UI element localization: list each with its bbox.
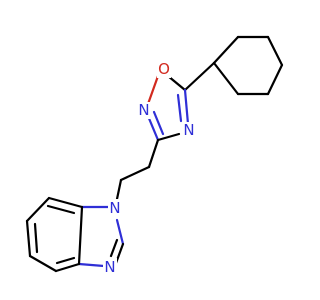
- bond-benzene-c7a-c7: [47, 196, 84, 209]
- oxadiazole-nitrogen-2-label: N: [138, 101, 149, 119]
- bond-imidazole-c2-n3: [114, 242, 125, 265]
- bond-oxadiazole-n4-c5: [183, 88, 190, 126]
- bond-linker-2: [119, 165, 151, 182]
- bond-imidazole-c2-n3-double: [109, 238, 119, 258]
- bond-cyclohexyl-3: [266, 35, 284, 67]
- bond-cyclohexyl-1: [212, 35, 240, 65]
- bond-benzene-c5-c4: [28, 254, 58, 273]
- bond-oxadiazole-c5-o1: [166, 74, 187, 92]
- benzimidazole-nitrogen-3-label: N: [104, 258, 115, 276]
- bond-imidazole-n3-c3a: [77, 262, 106, 268]
- bond-linker-to-n: [115, 178, 123, 201]
- bond-benzene-c4-c3a: [54, 262, 81, 273]
- imidazole-nitrogen-1-label-background: [108, 199, 122, 217]
- oxadiazole-oxygen-label: O: [158, 60, 170, 78]
- molecule-structure-diagram: O N N N N: [25, 35, 284, 276]
- bond-lines: [25, 35, 284, 273]
- bond-linker-1: [147, 138, 160, 169]
- nitrogen-4-label-background: [182, 122, 196, 139]
- bond-benzene-inner-3: [55, 256, 76, 265]
- bond-imidazole-n1-c2: [115, 218, 125, 246]
- bond-oxadiazole-c3-n4: [156, 132, 181, 142]
- atom-labels: O N N N N: [103, 60, 196, 276]
- nitrogen-2-label-background: [137, 102, 151, 119]
- benzimidazole-nitrogen-1-label: N: [109, 199, 120, 217]
- bond-benzene-c7-c6: [25, 196, 51, 223]
- bond-benzene-c3a-c7a: [77, 205, 84, 266]
- bond-cyclohexyl-to-oxadiazole: [183, 61, 216, 92]
- bond-benzene-inner-1: [46, 204, 76, 215]
- bond-cyclohexyl-4: [266, 63, 284, 96]
- bond-oxadiazole-n4-c5-double: [176, 93, 183, 123]
- oxygen-label-background: [157, 61, 171, 78]
- bond-oxadiazole-n2-c3: [146, 114, 160, 142]
- bond-cyclohexyl-6: [212, 61, 240, 96]
- bond-benzene-c6-c5: [25, 219, 32, 258]
- bond-benzene-inner-2: [33, 222, 39, 254]
- oxadiazole-nitrogen-4-label: N: [183, 121, 194, 139]
- bond-oxadiazole-o1-n2: [146, 74, 160, 106]
- imidazole-nitrogen-3-label-background: [103, 258, 117, 276]
- bond-oxadiazole-n2-c3-double: [152, 110, 165, 136]
